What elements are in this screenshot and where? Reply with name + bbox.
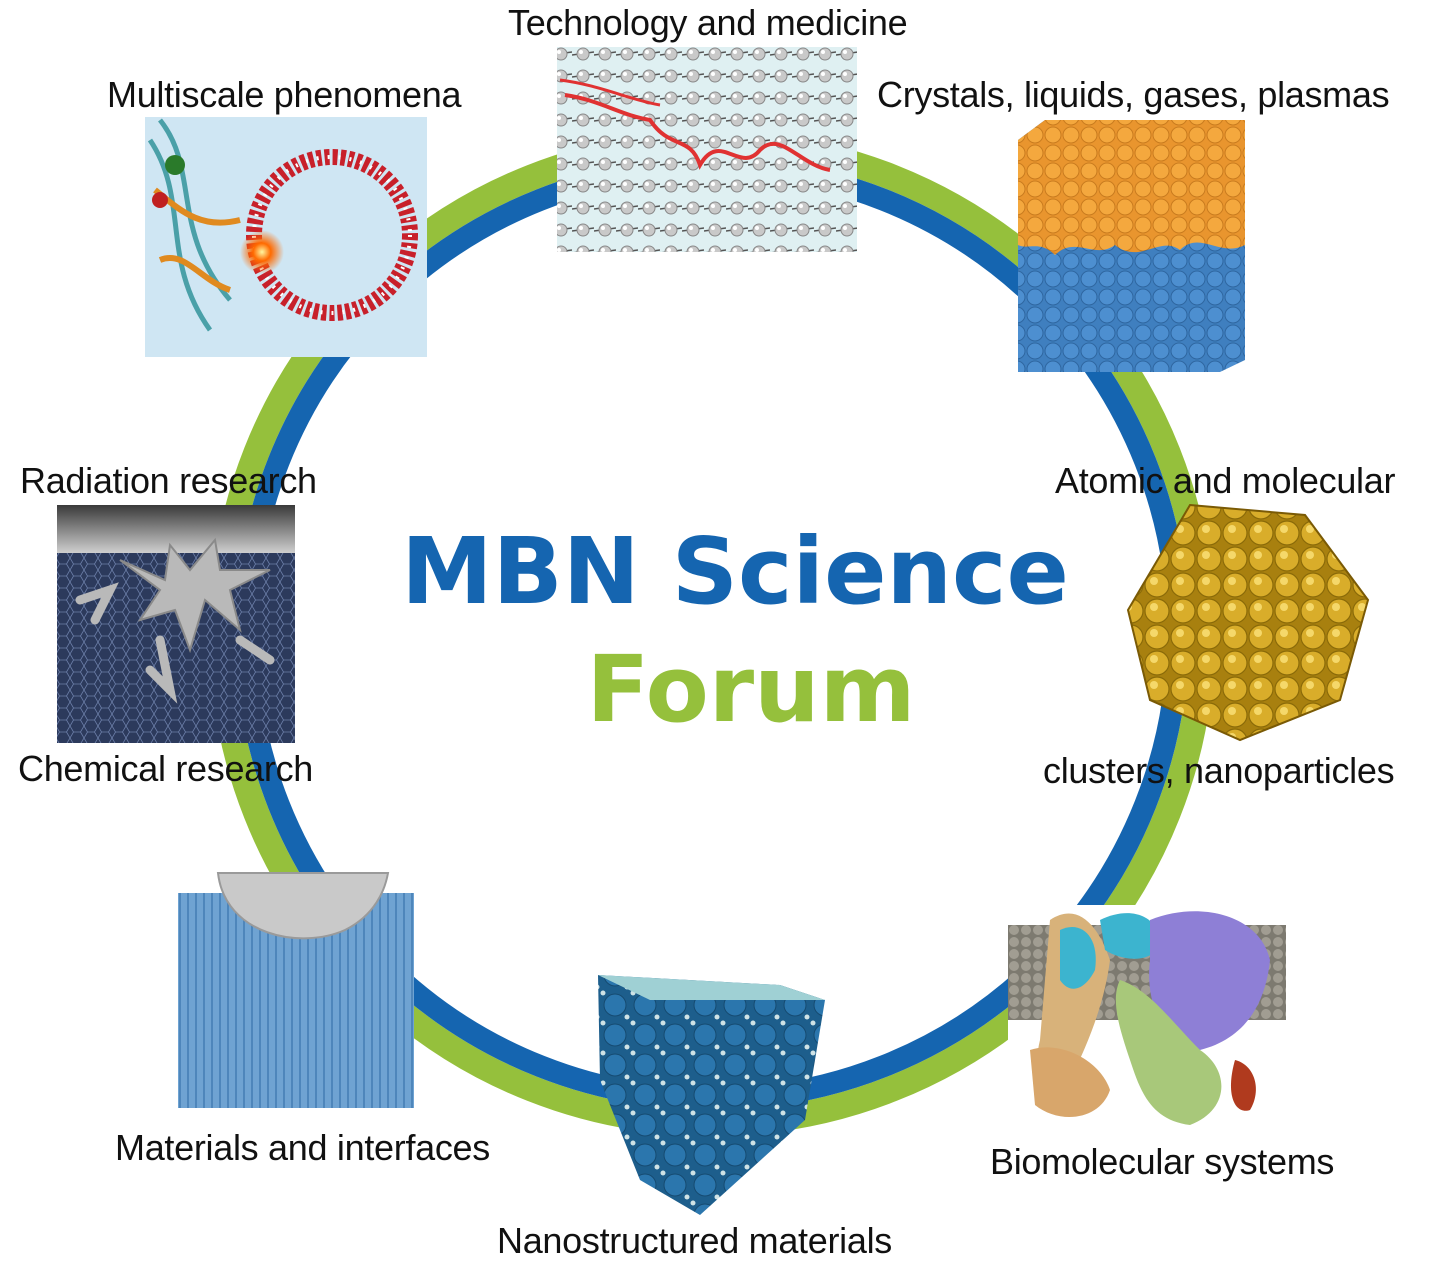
label-biomolecular: Biomolecular systems — [990, 1141, 1335, 1182]
radiation-image — [57, 505, 295, 743]
multiscale-image — [145, 117, 427, 357]
atomic-cluster-image — [1126, 503, 1370, 742]
crystals-image — [1018, 120, 1245, 372]
label-technology: Technology and medicine — [508, 2, 908, 43]
label-radiation: Radiation research — [20, 460, 317, 501]
label-nanostructured: Nanostructured materials — [497, 1220, 892, 1261]
label-materials: Materials and interfaces — [115, 1127, 490, 1168]
title-line1: MBN Science — [401, 518, 1069, 625]
materials-image — [178, 872, 414, 1108]
label-atomic: Atomic and molecular — [1055, 460, 1396, 501]
label-multiscale: Multiscale phenomena — [107, 74, 462, 115]
label-crystals: Crystals, liquids, gases, plasmas — [877, 74, 1390, 115]
biomolecular-image — [1008, 905, 1286, 1130]
label-clusters: clusters, nanoparticles — [1043, 750, 1395, 791]
title-line2: Forum — [586, 636, 916, 743]
nanostructured-image — [598, 975, 825, 1215]
technology-image — [557, 47, 857, 252]
label-chemical: Chemical research — [18, 748, 314, 789]
